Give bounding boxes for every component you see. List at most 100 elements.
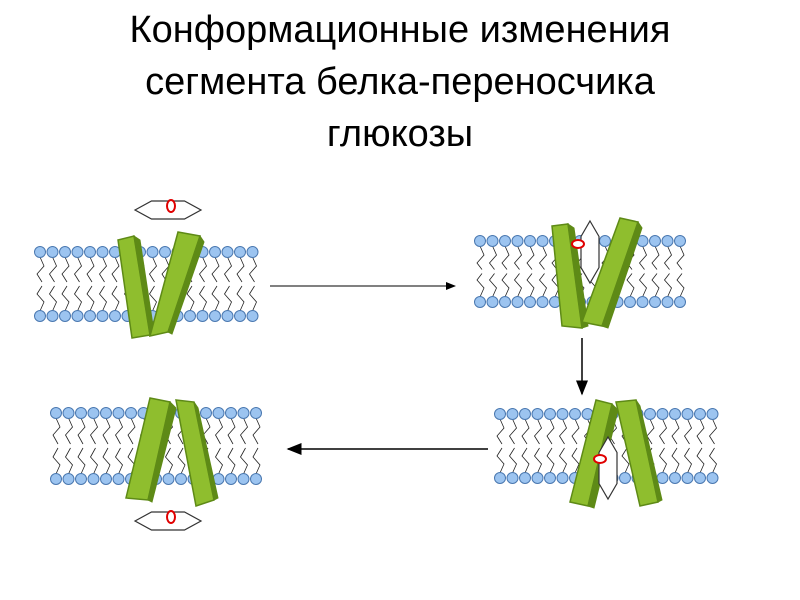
lipid-head <box>250 473 262 485</box>
lipid-head <box>536 235 549 247</box>
lipid-tail <box>115 447 123 475</box>
lipid-tail <box>513 273 522 298</box>
lipid-tail <box>227 447 236 475</box>
lipid-tail <box>102 417 111 445</box>
glucose-molecule <box>571 219 600 285</box>
lipid-head <box>96 246 109 258</box>
lipid-head <box>506 472 519 484</box>
carrier-protein-stage-1 <box>117 231 205 339</box>
lipid-tail <box>161 256 170 283</box>
lipid-tail <box>149 285 157 312</box>
lipid-head <box>669 408 681 420</box>
lipid-head <box>100 407 112 419</box>
oxygen-marker <box>571 239 585 249</box>
lipid-tail <box>488 245 497 270</box>
lipid-head <box>75 407 87 419</box>
lipid-head <box>246 310 259 322</box>
lipid-tail <box>199 285 207 312</box>
lipid-tail <box>663 245 672 270</box>
lipid-tail <box>513 245 522 270</box>
lipid-head <box>237 473 250 485</box>
lipid-head <box>225 407 237 419</box>
lipid-head <box>62 473 75 485</box>
lipid-head <box>706 472 719 484</box>
lipid-head <box>221 246 234 258</box>
lipid-tail <box>102 447 111 475</box>
lipid-head <box>125 407 137 419</box>
lipid-head <box>62 407 75 419</box>
lipid-tail <box>252 447 261 475</box>
carrier-protein-stage-3 <box>569 399 663 509</box>
lipid-head <box>34 310 46 322</box>
lipid-head <box>661 296 674 308</box>
lipid-tail <box>659 447 667 474</box>
lipid-head <box>59 310 71 322</box>
lipid-tail <box>49 256 57 283</box>
lipid-tail <box>696 447 705 474</box>
lipid-head <box>209 246 221 258</box>
lipid-tail <box>651 273 660 298</box>
oxygen-marker <box>593 454 607 464</box>
lipid-head <box>209 310 221 322</box>
helix-side <box>635 399 663 503</box>
lipid-tail <box>709 447 717 474</box>
title-line-3: глюкозы <box>326 113 474 155</box>
lipid-head <box>200 407 212 419</box>
lipid-tail <box>496 418 505 445</box>
lipid-head <box>112 473 125 485</box>
lipid-head <box>656 408 669 420</box>
lipid-tail <box>236 256 245 283</box>
lipid-head <box>649 296 661 308</box>
lipid-head <box>159 246 171 258</box>
glucose-molecule <box>593 435 618 501</box>
lipid-head <box>519 408 531 420</box>
lipid-tail <box>626 273 635 298</box>
lipid-tail <box>211 256 220 283</box>
glucose-molecule <box>133 510 203 531</box>
helix-side <box>193 401 219 501</box>
lipid-head <box>531 472 544 484</box>
lipid-tail <box>74 285 82 312</box>
lipid-head <box>524 296 536 308</box>
lipid-head <box>511 296 524 308</box>
lipid-tail <box>36 285 45 312</box>
lipid-head <box>531 408 544 420</box>
lipid-tail <box>86 285 95 312</box>
lipid-tail <box>509 418 517 445</box>
lipid-tail <box>61 285 70 312</box>
lipid-head <box>706 408 719 420</box>
lipid-head <box>524 235 536 247</box>
lipid-tail <box>551 273 560 298</box>
lipid-head <box>184 310 196 322</box>
helix-side <box>147 401 177 503</box>
lipid-head <box>494 472 506 484</box>
helix-side <box>601 220 643 329</box>
lipid-head <box>656 472 669 484</box>
lipid-tail <box>77 447 86 475</box>
protein-helix <box>580 217 643 329</box>
lipid-head <box>649 235 661 247</box>
lipid-head <box>474 235 486 247</box>
lipid-head <box>221 310 234 322</box>
helix-side <box>167 234 205 335</box>
lipid-tail <box>52 417 61 445</box>
lipid-tail <box>165 447 173 475</box>
lipid-tail <box>521 418 530 445</box>
lipid-tail <box>111 256 120 283</box>
protein-helix <box>148 231 205 338</box>
page-title: Конформационные изменения сегмента белка… <box>0 4 800 160</box>
lipid-tail <box>186 285 195 312</box>
lipid-head <box>556 472 569 484</box>
lipid-tail <box>36 256 45 283</box>
lipid-tail <box>538 273 547 298</box>
lipid-head <box>50 407 62 419</box>
lipid-head <box>75 473 87 485</box>
lipid-head <box>506 408 519 420</box>
lipid-tail <box>52 447 61 475</box>
lipid-head <box>674 235 686 247</box>
lipid-tail <box>571 447 580 474</box>
lipid-tail <box>149 256 157 283</box>
carrier-protein-stage-2 <box>551 217 643 329</box>
lipid-head <box>212 407 225 419</box>
